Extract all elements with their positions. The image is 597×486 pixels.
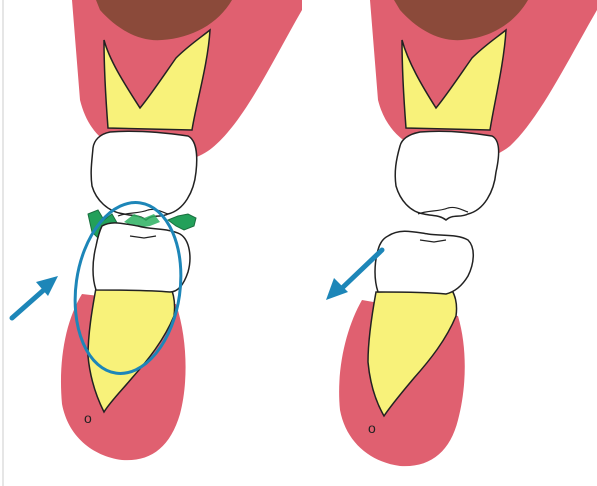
left-panel: o	[12, 0, 302, 460]
left-upper-tooth-crown	[91, 131, 197, 220]
left-small-mark: o	[84, 410, 92, 426]
right-panel: o	[326, 0, 597, 466]
right-upper-tooth-crown	[395, 131, 498, 220]
left-direction-arrow	[12, 276, 58, 318]
left-contact-right	[168, 214, 196, 230]
right-direction-arrow	[326, 250, 382, 300]
right-small-mark: o	[368, 420, 376, 436]
left-lower-tooth-crown	[93, 223, 190, 292]
